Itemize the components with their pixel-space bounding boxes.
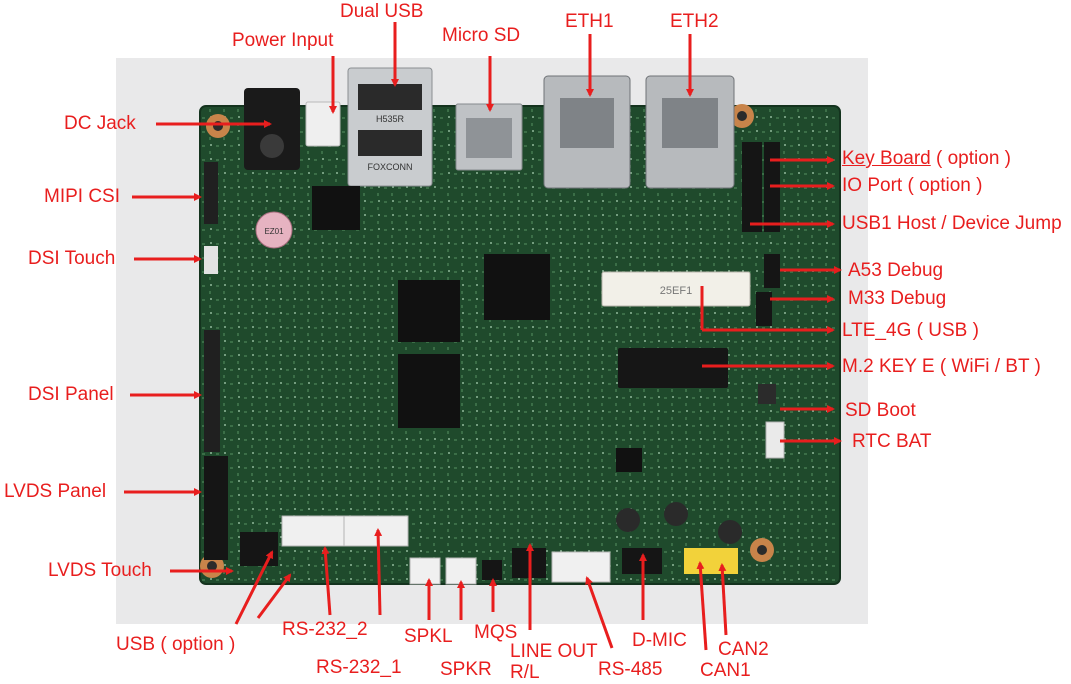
- board-photo: H535R FOXCONN EZ01 25EF1: [116, 58, 868, 624]
- lvds-panel-header: [204, 456, 228, 560]
- label-dsi-touch: DSI Touch: [28, 248, 116, 269]
- label-io-port: IO Port ( option ): [842, 175, 983, 196]
- rs232-1-connector: [343, 515, 409, 547]
- lte-4g-slot: [601, 271, 751, 307]
- line-out-header: [512, 548, 546, 578]
- can1-can2-header: [684, 548, 738, 574]
- usb-brand-marking: FOXCONN: [368, 162, 413, 172]
- label-line-out-rl: R/L: [510, 662, 540, 683]
- label-m2-key-e: M.2 KEY E ( WiFi / BT ): [842, 356, 1041, 377]
- keyboard-header: [742, 142, 762, 232]
- label-mipi-csi: MIPI CSI: [44, 186, 121, 207]
- dsi-panel-connector: [204, 330, 220, 452]
- rtc-bat-connector: [765, 421, 785, 459]
- label-dmic: D-MIC: [632, 630, 687, 651]
- label-rs485: RS-485: [598, 659, 663, 680]
- dc-jack: [244, 88, 300, 170]
- label-eth1: ETH1: [565, 11, 614, 32]
- small-ic: [616, 448, 642, 472]
- mqs-header: [482, 560, 502, 580]
- antenna-connector: [664, 502, 688, 526]
- camera-ic: [312, 186, 360, 230]
- label-eth2: ETH2: [670, 11, 719, 32]
- m2-key-e-slot: [618, 348, 728, 388]
- lte-slot-marking: 25EF1: [660, 285, 692, 297]
- label-rs232-2: RS-232_2: [282, 619, 368, 640]
- label-dsi-panel: DSI Panel: [28, 384, 114, 405]
- label-lvds-panel: LVDS Panel: [4, 481, 107, 502]
- ddr-chip: [398, 280, 460, 342]
- label-can1: CAN1: [700, 660, 751, 681]
- label-usb1-host: USB1 Host / Device Jump: [842, 213, 1062, 234]
- m33-debug-header: [756, 292, 772, 326]
- power-input-connector: [305, 101, 341, 147]
- sd-boot-switch: [758, 384, 776, 404]
- emmc-chip: [398, 354, 460, 428]
- label-a53-debug: A53 Debug: [848, 260, 944, 281]
- spkl-connector: [409, 557, 441, 585]
- label-power-input: Power Input: [232, 30, 334, 51]
- label-m33-debug: M33 Debug: [848, 288, 947, 309]
- usb-option-header: [240, 532, 278, 566]
- spkr-connector: [445, 557, 477, 585]
- usb-model-marking: H535R: [376, 114, 405, 124]
- soc-chip: [484, 254, 550, 320]
- label-dc-jack: DC Jack: [64, 113, 136, 134]
- label-micro-sd: Micro SD: [442, 25, 521, 46]
- label-mqs: MQS: [474, 622, 518, 643]
- label-rtc-bat: RTC BAT: [852, 431, 932, 452]
- label-spkl: SPKL: [404, 626, 453, 647]
- label-keyboard: Key Board ( option ): [842, 148, 1011, 170]
- mipi-csi-connector: [204, 162, 218, 224]
- battery-cap: [255, 211, 293, 249]
- label-dual-usb: Dual USB: [340, 1, 424, 22]
- label-keyboard-name: Key Board: [842, 148, 931, 169]
- antenna-connector: [616, 508, 640, 532]
- label-usb-option: USB ( option ): [116, 634, 236, 655]
- label-spkr: SPKR: [440, 659, 492, 680]
- a53-debug-header: [764, 254, 780, 288]
- label-rs232-1: RS-232_1: [316, 657, 402, 678]
- rs232-2-connector: [281, 515, 345, 547]
- dmic-header: [622, 548, 662, 574]
- label-sd-boot: SD Boot: [845, 400, 916, 421]
- label-lte-4g: LTE_4G ( USB ): [842, 320, 979, 341]
- rs485-connector: [551, 551, 611, 583]
- io-port-header: [764, 142, 780, 232]
- antenna-connector: [718, 520, 742, 544]
- label-keyboard-suffix: ( option ): [930, 148, 1011, 169]
- label-lvds-touch: LVDS Touch: [48, 560, 152, 581]
- label-line-out: LINE OUT: [510, 641, 598, 662]
- cap-marking: EZ01: [264, 227, 284, 236]
- dsi-touch-connector: [204, 246, 218, 274]
- label-can2: CAN2: [718, 639, 769, 660]
